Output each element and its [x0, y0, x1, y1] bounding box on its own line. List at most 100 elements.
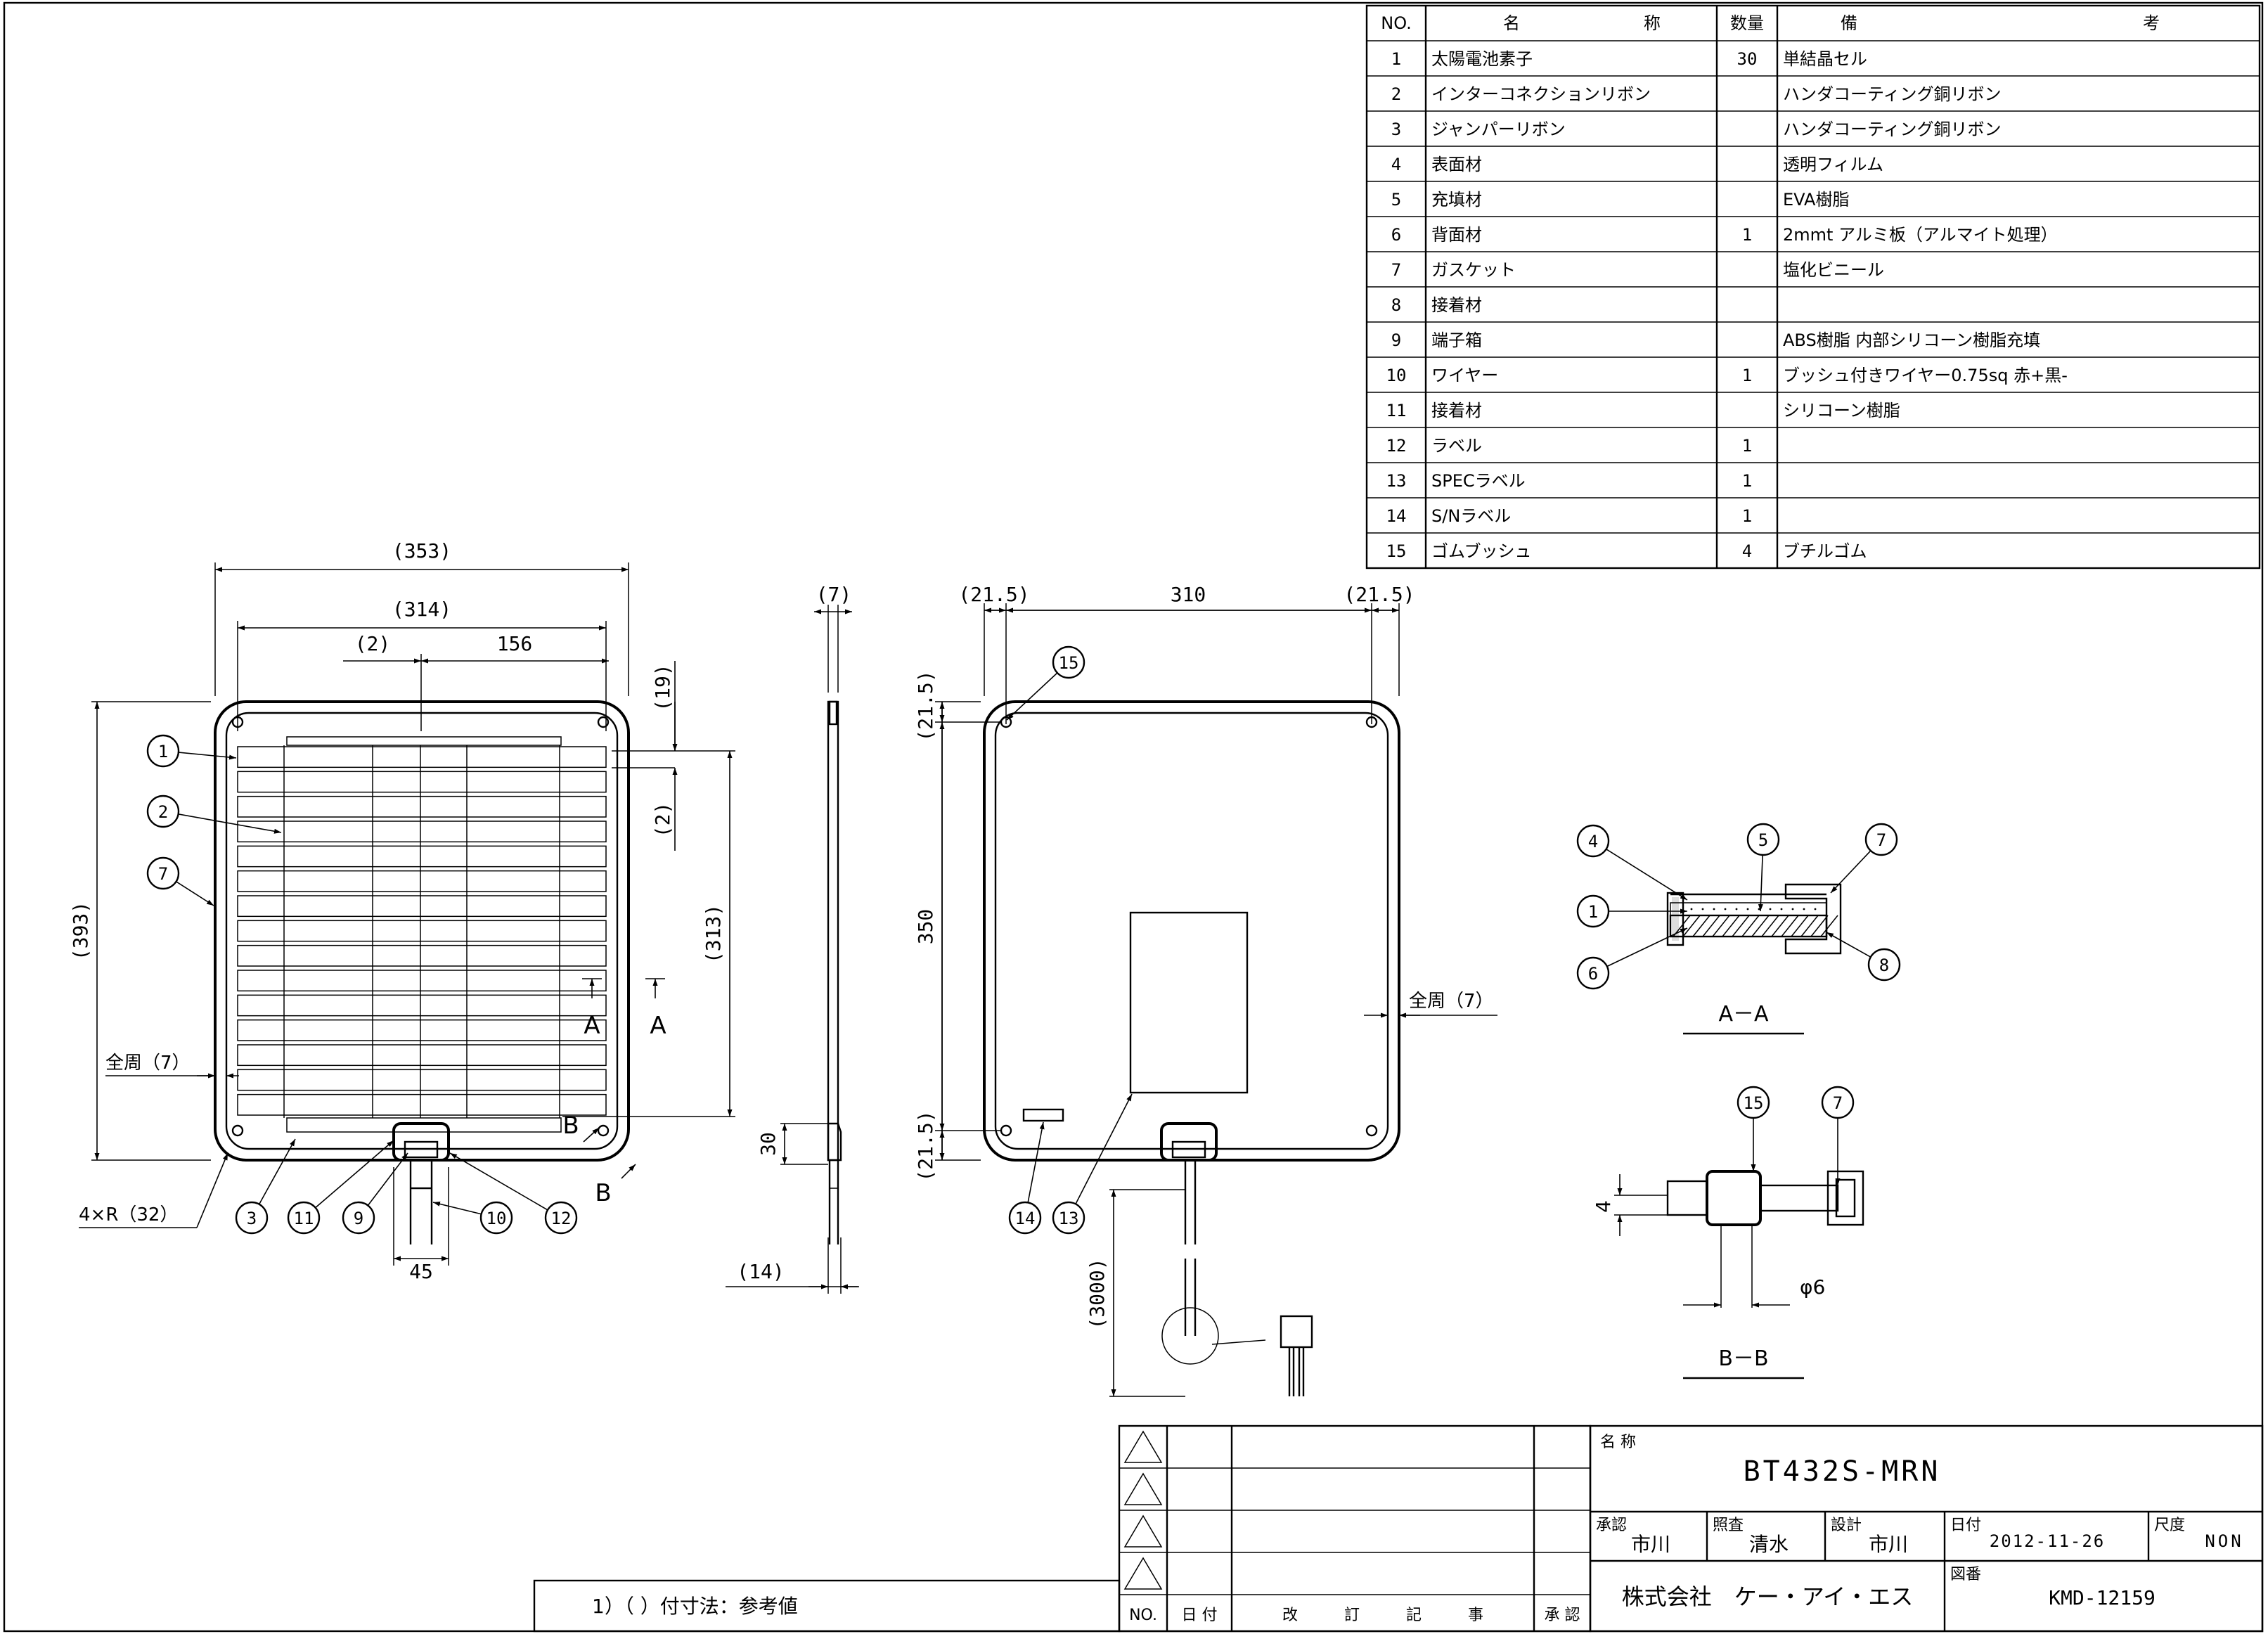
dim-d156: 156 — [497, 632, 533, 655]
callout-aa-7: 7 — [1830, 823, 1898, 894]
dim-h393: (393) — [69, 901, 92, 960]
dim-h313: (313) — [702, 904, 725, 963]
title-block: 名 称 BT432S-MRN 承認 市川 照査 清水 設計 市川 日付 2012… — [1589, 1424, 2264, 1633]
callout-3-number: 3 — [247, 1209, 257, 1228]
parts-row-no: 14 — [1386, 506, 1407, 526]
back-full-perimeter-label: 全周（7） — [1409, 991, 1494, 1012]
callout-11-number: 11 — [294, 1209, 314, 1228]
callout-back-15-number: 15 — [1059, 653, 1079, 673]
callout-bb-15-number: 15 — [1744, 1093, 1764, 1113]
approved-by: 市川 — [1631, 1533, 1670, 1556]
revision-mark-icon — [1123, 1557, 1163, 1590]
full-perimeter-label: 全周（7） — [105, 1053, 191, 1074]
parts-row-remarks: シリコーン樹脂 — [1783, 401, 1900, 420]
parts-row-name: ゴムブッシュ — [1431, 541, 1532, 561]
callout-7: 7 — [146, 856, 214, 906]
parts-row-qty: 1 — [1742, 436, 1752, 456]
callout-aa-6-number: 6 — [1588, 964, 1598, 984]
approved-label: 承認 — [1596, 1517, 1627, 1534]
callout-2: 2 — [146, 795, 282, 834]
revision-mark-icon — [1123, 1430, 1163, 1463]
dim-back-c215: (21.5) — [914, 670, 937, 741]
parts-row-remarks: ハンダコーティング銅リボン — [1783, 120, 2002, 139]
parts-row-name: SPECラベル — [1431, 471, 1526, 491]
dim-back-w310: 310 — [1171, 583, 1206, 606]
callout-10: 10 — [432, 1201, 513, 1235]
checked-by: 清水 — [1749, 1533, 1789, 1556]
parts-row-no: 6 — [1391, 225, 1401, 245]
callout-aa-7-number: 7 — [1876, 830, 1886, 850]
callout-aa-1-number: 1 — [1588, 902, 1598, 922]
callout-11: 11 — [287, 1140, 394, 1235]
callout-2-number: 2 — [158, 802, 168, 822]
dim-d2: (2) — [355, 632, 391, 655]
rev-header-date: 日 付 — [1182, 1607, 1218, 1624]
parts-row-no: 15 — [1386, 541, 1407, 561]
section-a-right: A — [650, 1012, 666, 1040]
parts-row-no: 11 — [1386, 401, 1407, 420]
parts-row-no: 12 — [1386, 436, 1407, 456]
parts-row-name: 接着材 — [1431, 295, 1482, 315]
drawing-date: 2012-11-26 — [1990, 1531, 2106, 1551]
dim-d19: (19) — [651, 664, 674, 711]
designed-label: 設計 — [1831, 1517, 1862, 1534]
parts-header-no: NO. — [1381, 13, 1412, 33]
parts-header-name-a: 名 — [1503, 13, 1520, 33]
callout-back-15: 15 — [1006, 645, 1085, 721]
callout-3: 3 — [235, 1138, 296, 1235]
dim-wire-length: (3000) — [1085, 1258, 1109, 1329]
drawing-number: KMD-12159 — [2049, 1586, 2156, 1609]
parts-row-remarks: ブチルゴム — [1783, 541, 1867, 561]
revision-mark-icon — [1123, 1514, 1163, 1548]
parts-row-qty: 4 — [1742, 541, 1752, 561]
callout-bb-7: 7 — [1821, 1086, 1855, 1185]
parts-row-remarks: 塩化ビニール — [1783, 260, 1884, 280]
parts-row-name: S/Nラベル — [1431, 506, 1511, 526]
callout-back-14-number: 14 — [1015, 1209, 1036, 1228]
parts-row-name: 背面材 — [1431, 225, 1482, 245]
callout-aa-8: 8 — [1826, 932, 1901, 982]
designed-by: 市川 — [1869, 1533, 1908, 1556]
parts-row-remarks: 2mmt アルミ板（アルマイト処理） — [1783, 225, 2058, 245]
parts-row-name: 表面材 — [1431, 155, 1482, 174]
dim-back-a215: (21.5) — [958, 583, 1029, 606]
callout-aa-1: 1 — [1576, 894, 1687, 928]
dim-t14: (14) — [737, 1260, 784, 1283]
callout-aa-8-number: 8 — [1879, 956, 1889, 975]
parts-row-name: 接着材 — [1431, 401, 1482, 420]
parts-row-no: 10 — [1386, 366, 1407, 385]
parts-row-no: 7 — [1391, 260, 1401, 280]
dim-d4: 4 — [1592, 1200, 1615, 1213]
scale-value: NON — [2205, 1531, 2243, 1551]
parts-row-name: 太陽電池素子 — [1431, 49, 1533, 69]
parts-row-remarks: 透明フィルム — [1783, 155, 1883, 174]
callout-aa-5-number: 5 — [1758, 830, 1768, 850]
date-label: 日付 — [1950, 1517, 1981, 1534]
parts-row-no: 8 — [1391, 295, 1401, 315]
dim-d2v: (2) — [651, 802, 674, 838]
parts-row-qty: 1 — [1742, 506, 1752, 526]
parts-row-no: 4 — [1391, 155, 1401, 174]
callout-9: 9 — [342, 1152, 408, 1235]
parts-row-name: ガスケット — [1431, 260, 1516, 280]
callout-9-number: 9 — [354, 1209, 363, 1228]
parts-row-name: インターコネクションリボン — [1431, 84, 1651, 104]
revision-mark-icon — [1123, 1472, 1163, 1505]
parts-row-remarks: ブッシュ付きワイヤー0.75sq 赤+黒- — [1783, 366, 2068, 385]
parts-row-no: 13 — [1386, 471, 1407, 491]
callout-bb-15: 15 — [1737, 1086, 1770, 1171]
parts-row-no: 3 — [1391, 120, 1401, 139]
dim-t30: 30 — [756, 1132, 780, 1156]
parts-row-name: 充填材 — [1431, 190, 1482, 210]
callout-10-number: 10 — [487, 1209, 507, 1228]
callout-aa-4-number: 4 — [1588, 832, 1598, 851]
product-name: BT432S-MRN — [1744, 1455, 1941, 1488]
dim-phi6: φ6 — [1800, 1275, 1825, 1299]
parts-row-qty: 1 — [1742, 366, 1752, 385]
parts-header-qty: 数量 — [1730, 13, 1764, 33]
rev-header-no: NO. — [1129, 1607, 1157, 1624]
reference-dimension-note: 1）（ ）付寸法：参考値 — [592, 1595, 798, 1618]
rev-header-approve: 承 認 — [1545, 1607, 1580, 1624]
rev-header-content: 改 訂 記 事 — [1282, 1607, 1483, 1624]
